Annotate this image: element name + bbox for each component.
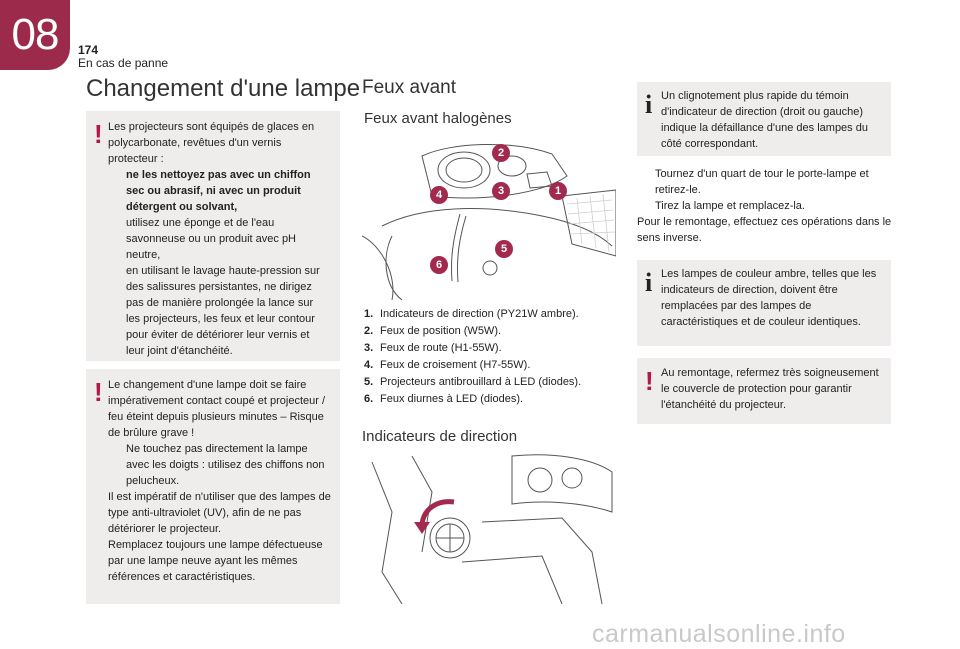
list-item: Tournez d'un quart de tour le porte-lamp… [637, 166, 897, 198]
warning-icon: ! [94, 119, 103, 149]
info-icon: i [645, 90, 653, 119]
item-text: Feux diurnes à LED (diodes). [380, 393, 524, 405]
subsection-title-halogen: Feux avant halogènes [364, 110, 512, 127]
warning-box-change: ! Le changement d'une lampe doit se fair… [86, 369, 340, 604]
warning-icon: ! [94, 377, 103, 407]
section-title: Feux avant [362, 77, 456, 98]
callout-4: 4 [430, 186, 448, 204]
warning-intro: Le changement d'une lampe doit se faire … [108, 379, 326, 439]
item-number: 3. [364, 342, 374, 354]
subsection-title-indicators: Indicateurs de direction [362, 428, 518, 445]
list-item: Tirez la lampe et remplacez-la. [637, 198, 897, 214]
step-text: Tirez la lampe et remplacez-la. [655, 200, 805, 212]
callout-1: 1 [549, 182, 567, 200]
list-item: 3. Feux de route (H1-55W). [364, 340, 581, 357]
callout-5: 5 [495, 240, 513, 258]
bullet-text: utilisez une éponge et de l'eau savonneu… [126, 217, 297, 261]
bulb-list: 1. Indicateurs de direction (PY21W ambre)… [364, 306, 581, 408]
list-item: 2. Feux de position (W5W). [364, 323, 581, 340]
item-text: Feux de route (H1-55W). [380, 342, 502, 354]
chapter-name: En cas de panne [78, 56, 169, 70]
list-item: en utilisant le lavage haute-pression su… [108, 263, 330, 359]
info-icon: i [645, 268, 653, 297]
item-number: 4. [364, 359, 374, 371]
item-text: Feux de croisement (H7-55W). [380, 359, 531, 371]
list-item: 6. Feux diurnes à LED (diodes). [364, 391, 581, 408]
warning-box-reassembly: ! Au remontage, refermez très soigneusem… [637, 358, 891, 424]
item-number: 6. [364, 393, 374, 405]
bullet-text: Ne touchez pas directement la lampe avec… [126, 443, 325, 487]
list-item: ne les nettoyez pas avec un chiffon sec … [108, 167, 330, 215]
warning-icon: ! [645, 366, 654, 396]
page-number: 174 [78, 43, 99, 57]
info-box-blinking: i Un clignotement plus rapide du témoin … [637, 82, 891, 156]
item-text: Indicateurs de direction (PY21W ambre). [380, 308, 579, 320]
item-text: Projecteurs antibrouillard à LED (diodes… [380, 376, 582, 388]
steps-after: Pour le remontage, effectuez ces opérati… [637, 216, 892, 244]
bullet-text: ne les nettoyez pas avec un chiffon sec … [126, 169, 311, 213]
warning-paragraph: Remplacez toujours une lampe défectueuse… [108, 539, 323, 583]
item-number: 5. [364, 376, 374, 388]
bullet-text: en utilisant le lavage haute-pression su… [126, 265, 320, 357]
warning-intro: Les projecteurs sont équipés de glaces e… [108, 121, 315, 165]
callout-3: 3 [492, 182, 510, 200]
chapter-tab: 08 [0, 0, 70, 70]
warning-text: Au remontage, refermez très soigneusemen… [661, 367, 879, 411]
list-item: Ne touchez pas directement la lampe avec… [108, 441, 332, 489]
headlamp-drawing [361, 144, 617, 301]
indicator-drawing [371, 454, 613, 605]
info-text: Les lampes de couleur ambre, telles que … [661, 268, 877, 328]
step-text: Tournez d'un quart de tour le porte-lamp… [655, 168, 869, 196]
item-number: 1. [364, 308, 374, 320]
item-text: Feux de position (W5W). [380, 325, 502, 337]
item-number: 2. [364, 325, 374, 337]
info-box-amber: i Les lampes de couleur ambre, telles qu… [637, 260, 891, 346]
indicator-illustration [362, 452, 616, 605]
warning-paragraph: Il est impératif de n'utiliser que des l… [108, 491, 331, 535]
list-item: 1. Indicateurs de direction (PY21W ambre)… [364, 306, 581, 323]
page-title: Changement d'une lampe [86, 75, 361, 102]
info-text: Un clignotement plus rapide du témoin d'… [661, 90, 868, 150]
list-item: utilisez une éponge et de l'eau savonneu… [108, 215, 330, 263]
replacement-steps: Tournez d'un quart de tour le porte-lamp… [637, 166, 897, 246]
watermark: carmanualsonline.info [592, 620, 846, 648]
callout-6: 6 [430, 256, 448, 274]
list-item: 5. Projecteurs antibrouillard à LED (diod… [364, 374, 581, 391]
list-item: 4. Feux de croisement (H7-55W). [364, 357, 581, 374]
headlamp-illustration: 1 2 3 4 5 6 [361, 136, 617, 301]
callout-2: 2 [492, 144, 510, 162]
warning-box-glass: ! Les projecteurs sont équipés de glaces… [86, 111, 340, 361]
